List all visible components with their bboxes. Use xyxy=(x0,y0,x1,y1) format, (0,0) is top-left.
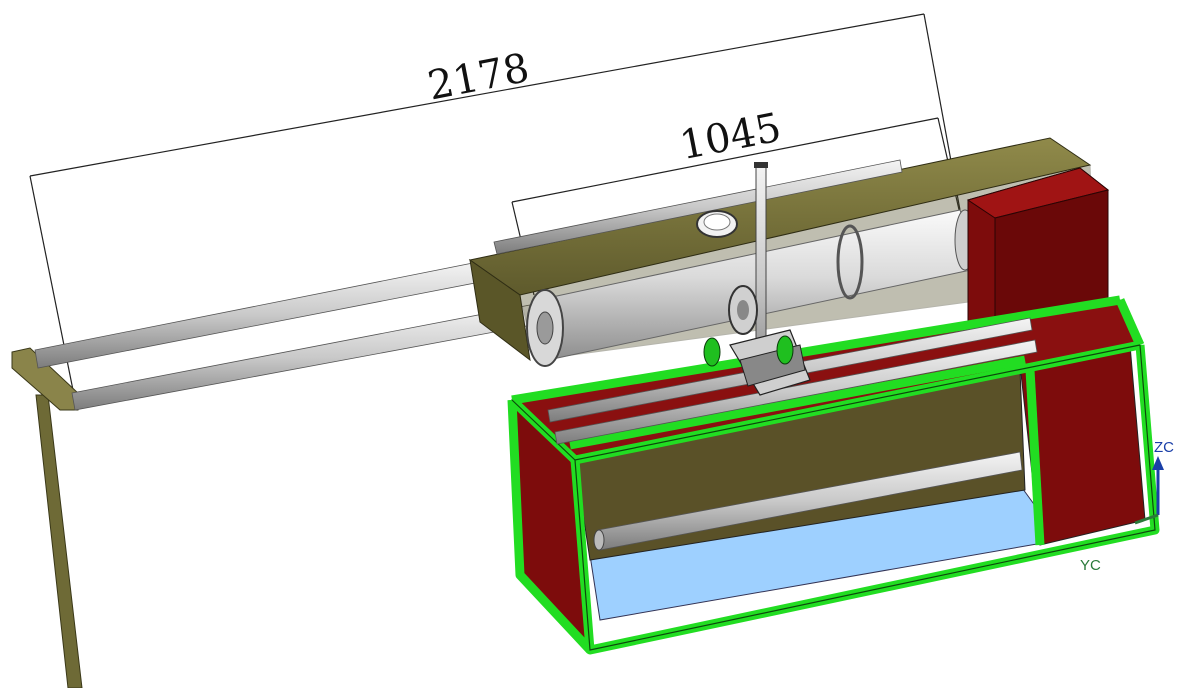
lower-roller xyxy=(593,451,1023,551)
left-support-stand xyxy=(11,347,83,688)
motor-cabinet xyxy=(966,167,1110,346)
axis-label-z: ZC xyxy=(1154,439,1174,456)
dial-gauge xyxy=(696,210,738,238)
dimension-inner-label: 1045 xyxy=(676,105,785,170)
vertical-probe-post xyxy=(728,162,768,396)
dimension-overall-label: 2178 xyxy=(424,45,533,110)
guide-rods xyxy=(34,261,533,411)
axis-label-y: YC xyxy=(1080,557,1101,574)
machine-bed xyxy=(507,295,1160,655)
carriage xyxy=(703,329,811,396)
coordinate-triad: ZC YC xyxy=(1080,439,1174,574)
